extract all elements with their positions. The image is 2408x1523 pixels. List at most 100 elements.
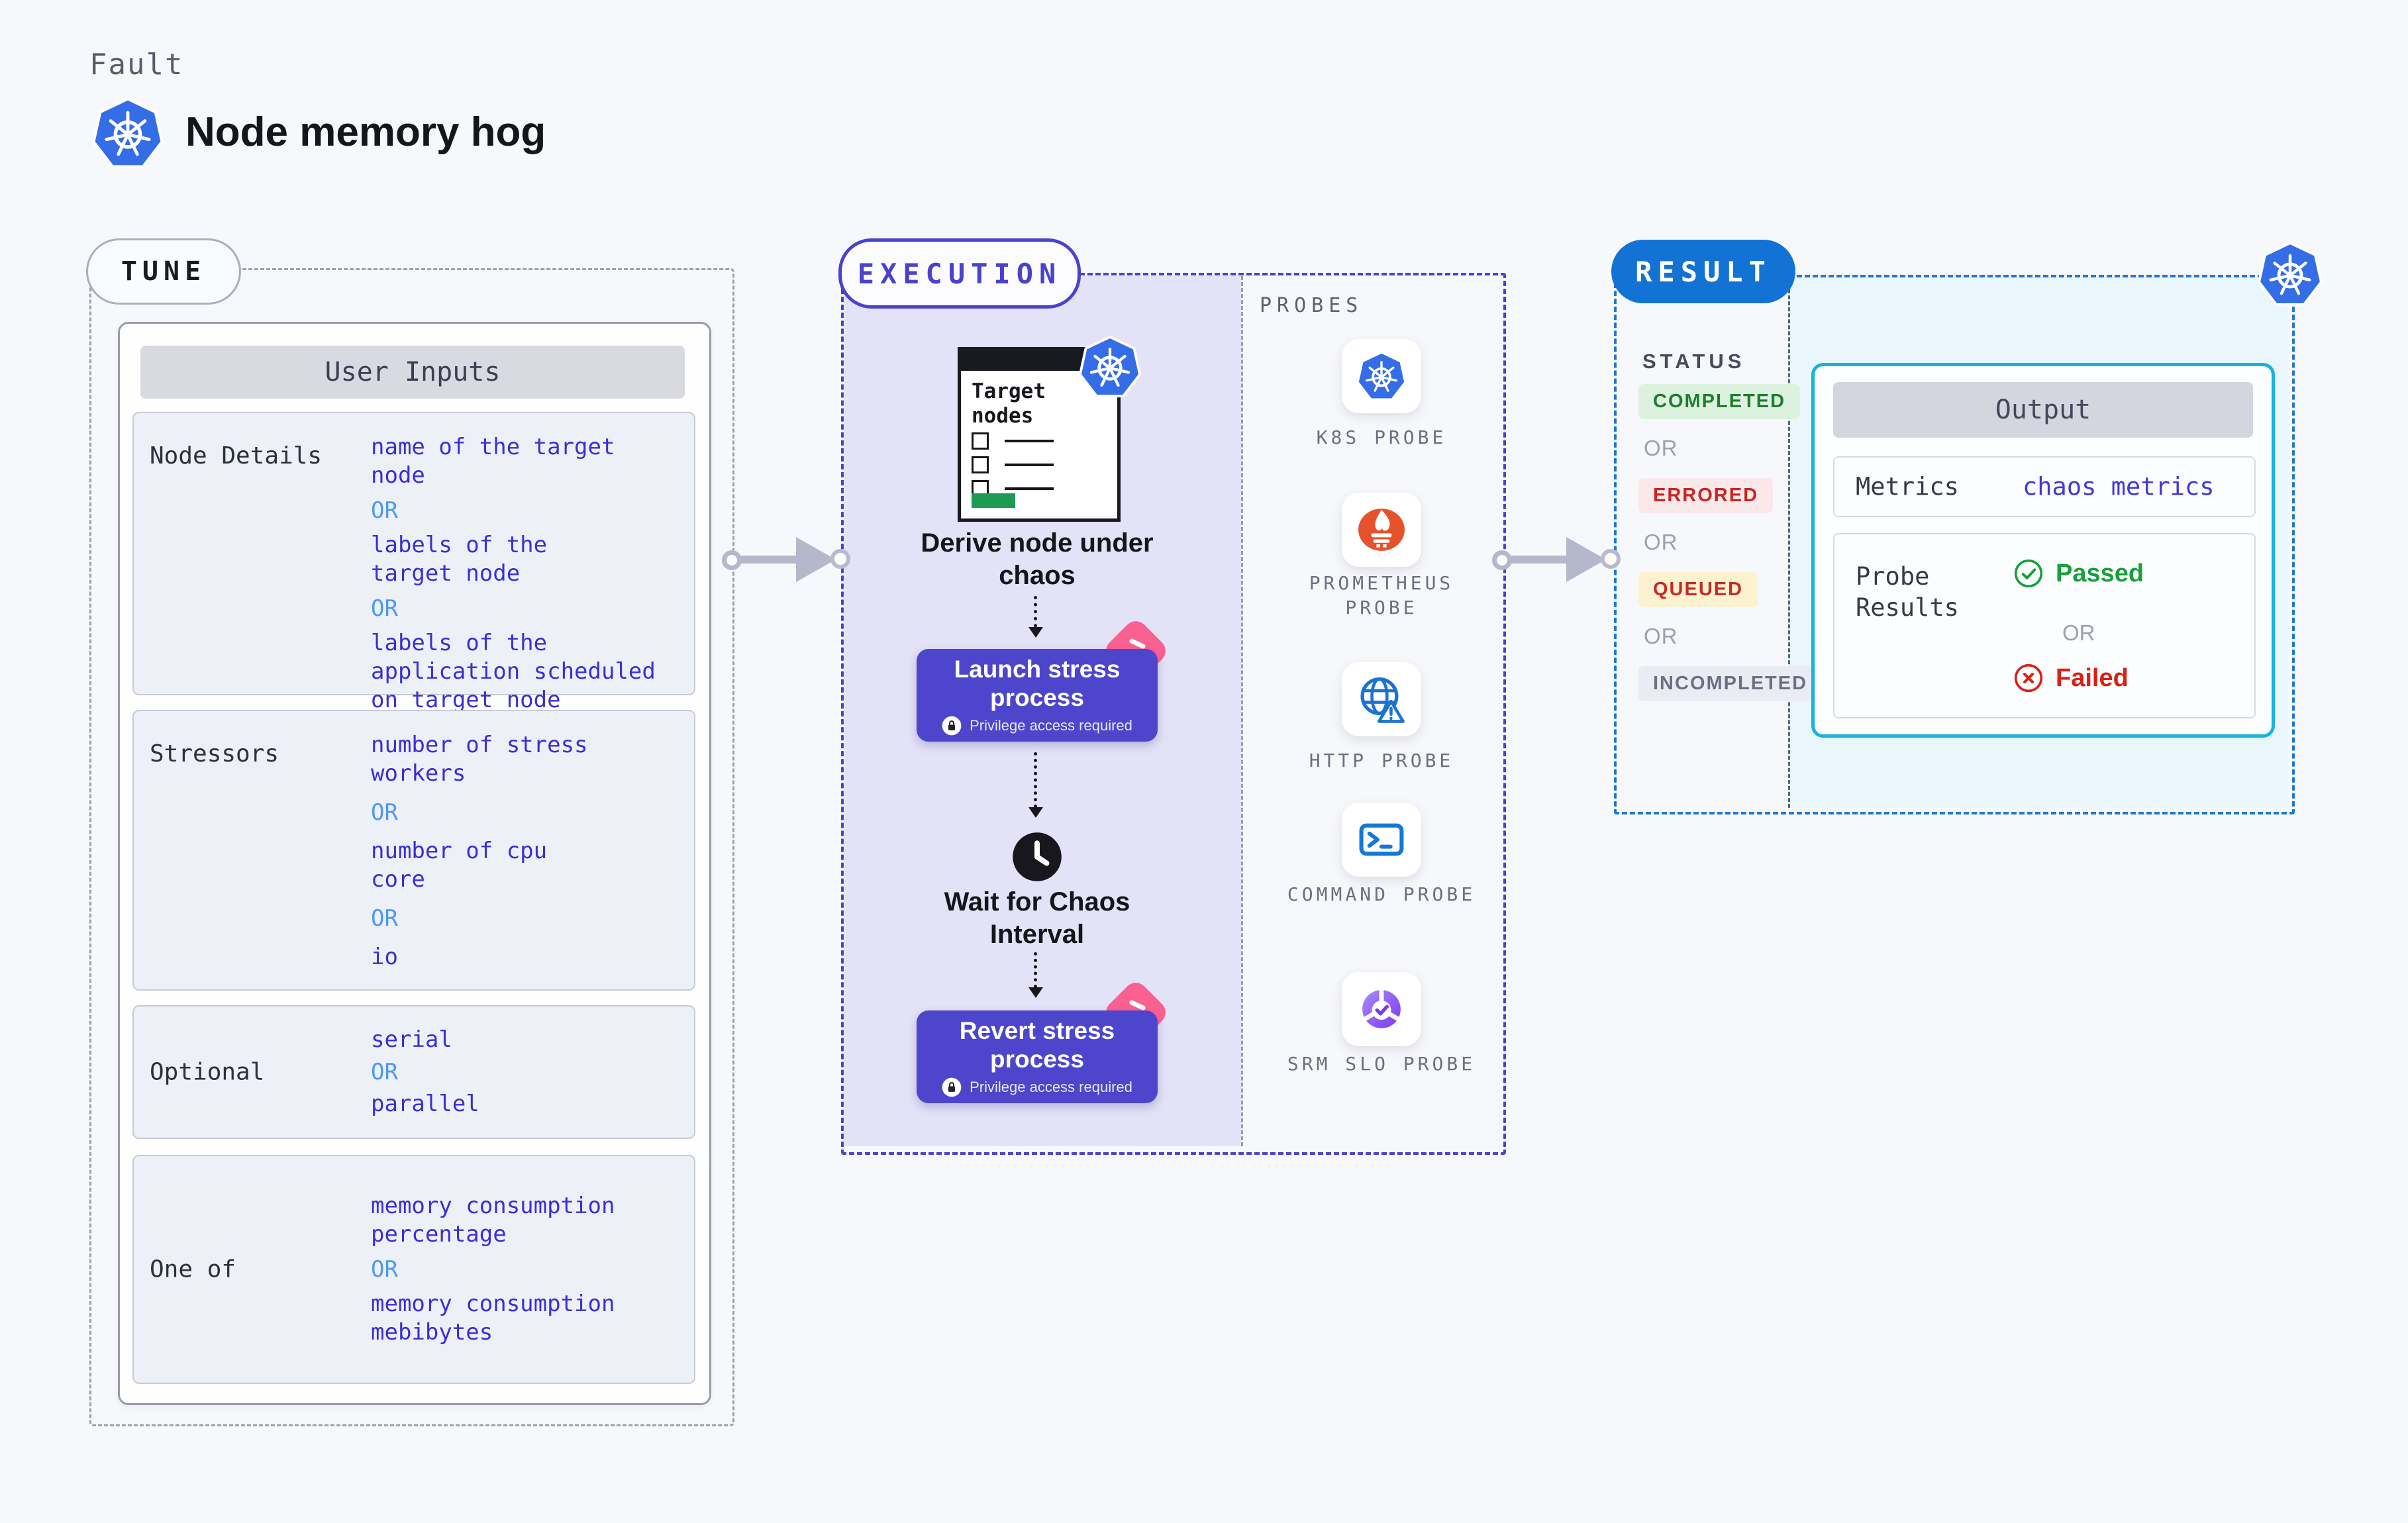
probe-results-label: Probe Results	[1856, 562, 1959, 622]
node-list-item	[972, 432, 1054, 450]
or-separator: OR	[371, 905, 398, 932]
row-options: serial OR parallel	[371, 1007, 479, 1138]
row-options: memory consumption percentage OR memory …	[371, 1156, 637, 1383]
flow-connector-arrow	[1028, 752, 1043, 818]
checkbox-icon	[972, 456, 989, 473]
or-separator: OR	[1644, 624, 1678, 648]
check-circle-icon	[2013, 558, 2044, 589]
button-label: Launch stress process	[954, 656, 1121, 711]
arrow-shaft	[738, 556, 801, 564]
flow-connector-arrow	[1028, 952, 1043, 998]
node-list-item	[972, 456, 1054, 473]
fault-eyebrow: Fault	[89, 48, 184, 81]
option-value: serial	[371, 1026, 452, 1053]
target-nodes-title: Target nodes	[972, 379, 1046, 428]
tune-row-optional: Optional serial OR parallel	[132, 1005, 695, 1139]
row-label: Node Details	[150, 442, 323, 469]
or-separator: OR	[371, 1256, 398, 1283]
arrow-end-connector	[1601, 549, 1621, 569]
option-value: parallel	[371, 1091, 479, 1117]
lock-icon	[942, 1077, 962, 1097]
or-separator: OR	[371, 595, 398, 622]
output-card: Output Metrics chaos metrics Probe Resul…	[1811, 363, 2275, 738]
arrow-shaft	[1508, 556, 1572, 564]
option-value: labels of the target node	[371, 532, 548, 587]
probe-label-text: COMMAND PROBE	[1287, 883, 1476, 905]
or-separator: OR	[1644, 530, 1678, 554]
output-header: Output	[1833, 382, 2253, 438]
probe-results-row: Probe Results Passed OR Failed	[1833, 533, 2256, 718]
option-value: number of stress workers	[371, 732, 588, 787]
metrics-label: Metrics	[1856, 472, 1959, 501]
terminal-icon	[1356, 814, 1407, 865]
kubernetes-icon	[2257, 241, 2323, 307]
tune-badge: TUNE	[86, 238, 241, 305]
selection-bar	[972, 493, 1015, 508]
passed-result: Passed	[2013, 558, 2144, 589]
probe-label: PROMETHEUS PROBE	[1249, 571, 1514, 620]
command-probe-card	[1342, 803, 1421, 877]
or-separator: OR	[1644, 436, 1678, 460]
option-value: labels of the application scheduled on t…	[371, 630, 656, 713]
tune-row-stressors: Stressors number of stress workers OR nu…	[132, 710, 695, 991]
tune-row-node-details: Node Details name of the target node OR …	[132, 412, 695, 713]
checkbox-icon	[972, 432, 989, 450]
slo-donut-check-icon	[1356, 984, 1407, 1034]
kubernetes-icon	[1356, 351, 1407, 401]
launch-stress-process-button[interactable]: Launch stress process Privilege access r…	[917, 649, 1158, 742]
node-line	[1005, 464, 1054, 466]
privilege-note-text: Privilege access required	[970, 1079, 1132, 1095]
tune-section-border	[89, 268, 734, 1426]
privilege-note: Privilege access required	[942, 716, 1132, 736]
srm-slo-probe-card	[1342, 972, 1421, 1046]
node-line	[1005, 440, 1054, 442]
status-badge-errored: ERRORED	[1638, 478, 1774, 513]
or-separator: OR	[371, 497, 398, 524]
tune-row-one-of: One of memory consumption percentage OR …	[132, 1155, 695, 1384]
probe-label-text: PROMETHEUS PROBE	[1309, 572, 1454, 618]
page-title: Node memory hog	[185, 109, 546, 155]
status-badge-completed: COMPLETED	[1638, 384, 1801, 419]
privilege-note: Privilege access required	[942, 1077, 1132, 1097]
option-value: io	[371, 944, 398, 970]
status-badge-incompleted: INCOMPLETED	[1638, 666, 1823, 701]
arrow-end-connector	[830, 549, 850, 569]
failed-result: Failed	[2013, 663, 2129, 693]
or-separator: OR	[371, 1059, 398, 1085]
row-label: One of	[150, 1255, 236, 1283]
execution-to-result-arrow	[1492, 536, 1625, 583]
probe-label: SRM SLO PROBE	[1249, 1052, 1514, 1076]
result-section-border	[1614, 275, 2295, 814]
failed-label: Failed	[2056, 663, 2129, 692]
revert-stress-process-button[interactable]: Revert stress process Privilege access r…	[917, 1010, 1158, 1103]
status-heading: STATUS	[1642, 350, 1746, 373]
x-circle-icon	[2013, 663, 2044, 693]
option-value: memory consumption percentage	[371, 1193, 615, 1248]
metrics-value: chaos metrics	[2023, 472, 2215, 501]
flow-connector-arrow	[1028, 596, 1043, 638]
or-separator: OR	[2062, 620, 2095, 645]
arrow-head	[1566, 537, 1606, 582]
prometheus-icon	[1356, 505, 1407, 555]
option-value: number of cpu core	[371, 838, 548, 893]
passed-label: Passed	[2056, 559, 2144, 587]
result-badge: RESULT	[1611, 240, 1795, 303]
arrow-head	[796, 537, 836, 582]
status-badge-queued: QUEUED	[1638, 572, 1758, 607]
row-options: name of the target node OR labels of the…	[371, 413, 694, 713]
privilege-note-text: Privilege access required	[970, 717, 1132, 734]
row-options: number of stress workers OR number of cp…	[371, 711, 604, 989]
row-label: Optional	[150, 1058, 265, 1086]
kubernetes-icon	[91, 97, 164, 170]
http-probe-card	[1342, 662, 1421, 736]
globe-warning-icon	[1356, 674, 1407, 724]
row-label: Stressors	[150, 740, 279, 767]
result-divider	[1788, 277, 1790, 808]
execution-badge: EXECUTION	[838, 238, 1081, 309]
button-label: Revert stress process	[959, 1017, 1115, 1073]
probes-title: PROBES	[1260, 294, 1364, 317]
prometheus-probe-card	[1342, 493, 1421, 567]
probe-label: HTTP PROBE	[1309, 750, 1454, 771]
execution-section-border	[841, 273, 1506, 1155]
or-separator: OR	[371, 799, 398, 826]
